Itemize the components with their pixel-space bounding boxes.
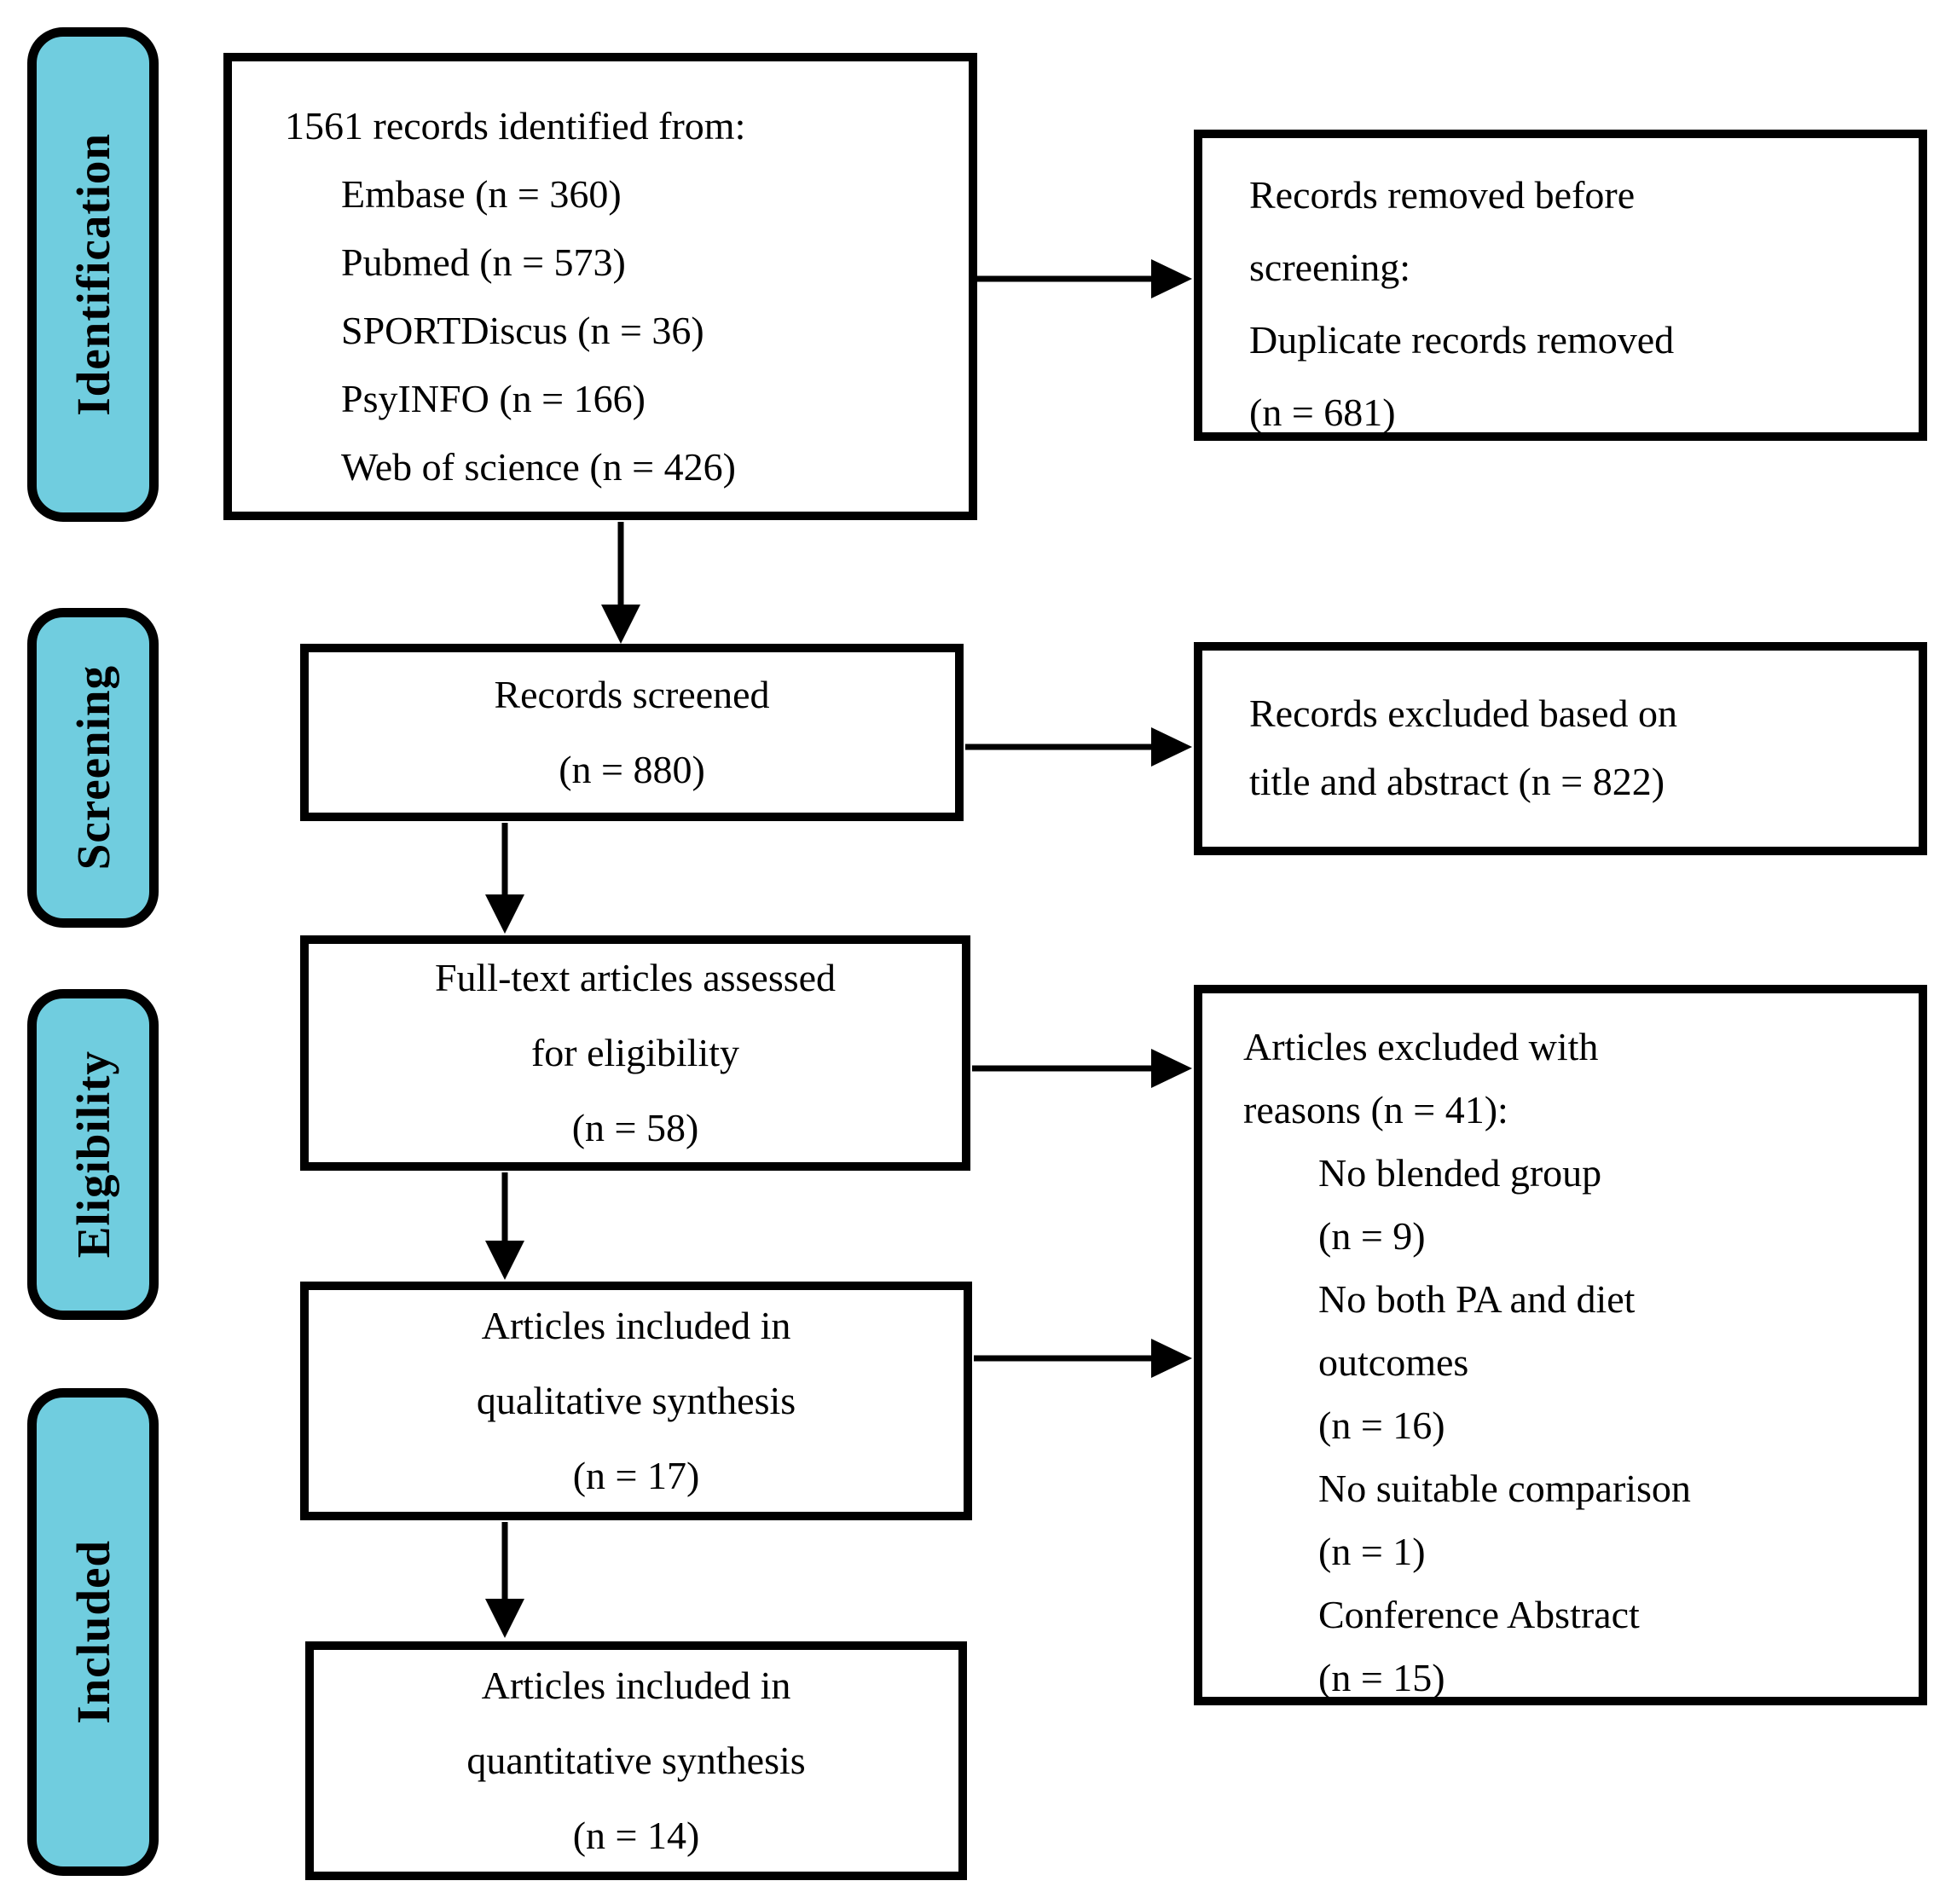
source-web-of-science: Web of science (n = 426): [341, 445, 736, 489]
reason-no-blended-group: No blended group: [1318, 1151, 1602, 1195]
stage-screening-label: Screening: [67, 665, 119, 871]
fulltext-assessed-count: (n = 58): [571, 1106, 699, 1149]
arrow-identified-to-screened-icon: [601, 522, 640, 644]
removed-before-screening-text: Records removed before: [1249, 173, 1636, 217]
quantitative-text2: quantitative synthesis: [466, 1739, 806, 1782]
box-records-removed-before-screening: Records removed before screening: Duplic…: [1194, 130, 1927, 441]
excluded-reasons-title2: reasons (n = 41):: [1243, 1088, 1508, 1131]
box-records-screened: Records screened (n = 880): [300, 644, 964, 821]
source-psyinfo: PsyINFO (n = 166): [341, 377, 646, 420]
arrow-fulltext-to-qualitative-icon: [485, 1172, 524, 1280]
arrow-fulltext-to-reasons-icon: [972, 1049, 1192, 1088]
stage-included-label: Included: [67, 1540, 119, 1724]
box-quantitative-synthesis: Articles included in quantitative synthe…: [305, 1641, 967, 1880]
arrow-identified-to-duplicates-icon: [977, 259, 1192, 298]
records-screened-count: (n = 880): [559, 748, 705, 791]
fulltext-assessed-text: Full-text articles assessed: [434, 956, 837, 999]
arrow-screened-to-title-abstract-icon: [965, 727, 1192, 767]
stage-eligibility-label: Eligibility: [67, 1050, 119, 1259]
stage-included: Included: [27, 1388, 159, 1876]
reason-no-pa-diet-outcomes: No both PA and diet: [1318, 1277, 1636, 1321]
reason-no-pa-diet-outcomes-count: (n = 16): [1318, 1403, 1445, 1447]
reason-conference-abstract-count: (n = 15): [1318, 1656, 1445, 1699]
fulltext-assessed-text2: for eligibility: [530, 1031, 739, 1074]
arrow-qualitative-to-reasons-icon: [974, 1339, 1192, 1378]
reason-conference-abstract: Conference Abstract: [1318, 1593, 1640, 1636]
box-records-identified: 1561 records identified from: Embase (n …: [223, 53, 977, 520]
excluded-title-abstract-text: Records excluded based on: [1249, 692, 1678, 735]
source-sportdiscus: SPORTDiscus (n = 36): [341, 309, 704, 352]
quantitative-text: Articles included in: [481, 1664, 791, 1707]
source-embase: Embase (n = 360): [341, 172, 622, 216]
qualitative-text: Articles included in: [481, 1304, 791, 1347]
records-screened-text: Records screened: [494, 673, 770, 716]
box-qualitative-synthesis: Articles included in qualitative synthes…: [300, 1282, 972, 1520]
box-excluded-with-reasons: Articles excluded with reasons (n = 41):…: [1194, 985, 1927, 1705]
stage-eligibility: Eligibility: [27, 989, 159, 1320]
reason-no-blended-group-count: (n = 9): [1318, 1214, 1426, 1258]
records-identified-title: 1561 records identified from:: [285, 104, 746, 148]
reason-no-pa-diet-outcomes2: outcomes: [1318, 1340, 1469, 1384]
stage-identification: Identification: [27, 27, 159, 522]
qualitative-text2: qualitative synthesis: [476, 1379, 796, 1422]
box-excluded-title-abstract: Records excluded based on title and abst…: [1194, 642, 1927, 855]
stage-identification-label: Identification: [67, 133, 119, 416]
reason-no-suitable-comparison: No suitable comparison: [1318, 1467, 1691, 1510]
qualitative-count: (n = 17): [572, 1454, 700, 1497]
removed-before-screening-text2: screening:: [1249, 246, 1411, 289]
source-pubmed: Pubmed (n = 573): [341, 240, 626, 284]
duplicates-removed-count: (n = 681): [1249, 391, 1396, 434]
stage-screening: Screening: [27, 608, 159, 928]
box-fulltext-assessed: Full-text articles assessed for eligibil…: [300, 935, 970, 1171]
arrow-screened-to-fulltext-icon: [485, 823, 524, 934]
excluded-reasons-title: Articles excluded with: [1243, 1025, 1599, 1068]
excluded-title-abstract-text2: title and abstract (n = 822): [1249, 760, 1665, 803]
duplicates-removed-text: Duplicate records removed: [1249, 318, 1675, 362]
arrow-qualitative-to-quantitative-icon: [485, 1522, 524, 1638]
reason-no-suitable-comparison-count: (n = 1): [1318, 1530, 1426, 1573]
quantitative-count: (n = 14): [572, 1814, 700, 1857]
